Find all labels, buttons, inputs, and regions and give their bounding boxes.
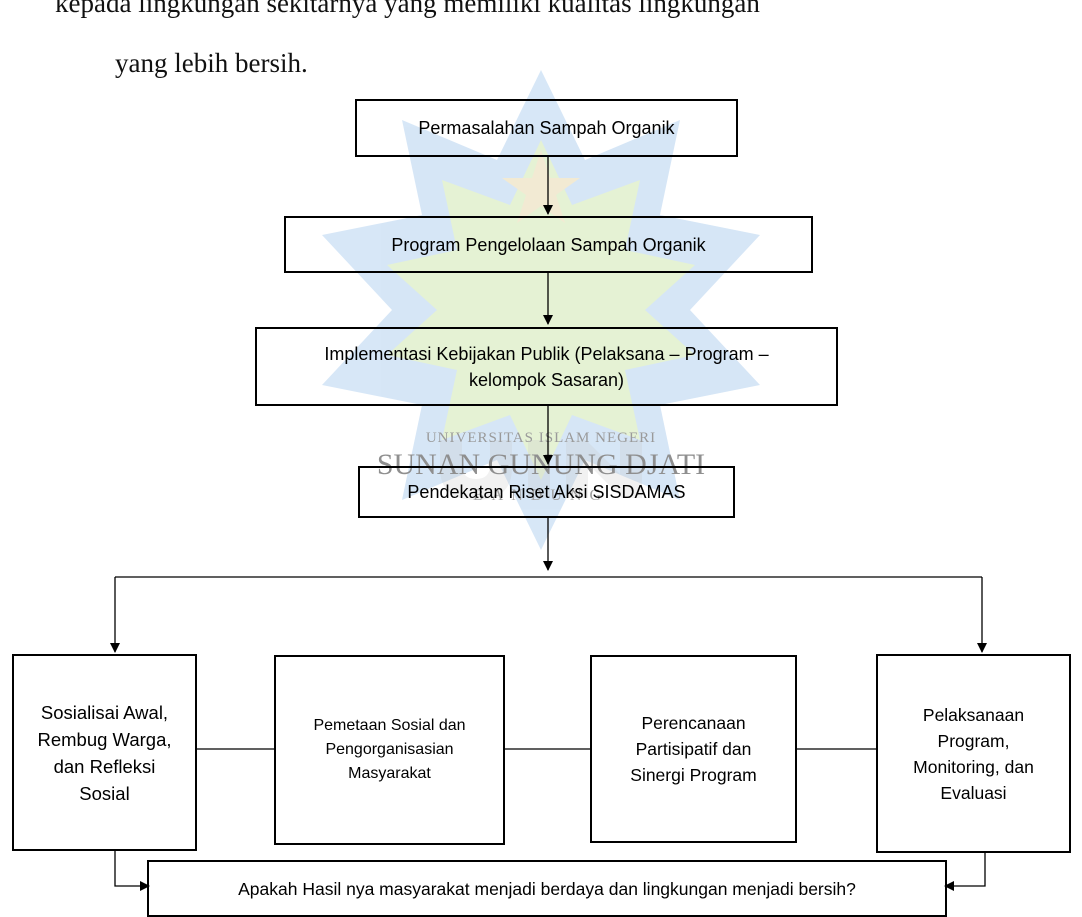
box-pemetaan-sosial: Pemetaan Sosial dan Pengorganisasian Mas…	[274, 655, 505, 845]
box-pelaksanaan-program-label: Pelaksanaan Program, Monitoring, dan Eva…	[913, 704, 1034, 803]
box-hasil: Apakah Hasil nya masyarakat menjadi berd…	[147, 860, 947, 917]
box-sosialisasi-awal: Sosialisai Awal, Rembug Warga, dan Refle…	[12, 654, 197, 851]
watermark-star-green	[387, 140, 695, 480]
watermark-text-line3: BANDUNG	[473, 487, 609, 504]
arrow-stage4-to-result	[944, 853, 986, 891]
box-sosialisasi-awal-label: Sosialisai Awal, Rembug Warga, dan Refle…	[37, 701, 172, 804]
box-program-pengelolaan: Program Pengelolaan Sampah Organik	[284, 216, 813, 273]
box-pendekatan-sisdamas: Pendekatan Riset Aksi SISDAMAS	[358, 466, 735, 518]
watermark-uin-letters	[440, 440, 642, 500]
box-perencanaan-partisipatif-label: Perencanaan Partisipatif dan Sinergi Pro…	[630, 713, 757, 785]
box-permasalahan-label: Permasalahan Sampah Organik	[418, 118, 675, 138]
box-pemetaan-sosial-label: Pemetaan Sosial dan Pengorganisasian Mas…	[313, 717, 466, 782]
intro-line-1: kepada lingkungan sekitarnya yang memili…	[55, 0, 760, 18]
watermark-center-star	[502, 150, 580, 223]
box-implementasi-kebijakan: Implementasi Kebijakan Publik (Pelaksana…	[255, 327, 838, 406]
box-perencanaan-partisipatif: Perencanaan Partisipatif dan Sinergi Pro…	[590, 655, 797, 843]
box-implementasi-kebijakan-label: Implementasi Kebijakan Publik (Pelaksana…	[324, 343, 769, 390]
box-permasalahan: Permasalahan Sampah Organik	[355, 99, 738, 157]
box-pelaksanaan-program: Pelaksanaan Program, Monitoring, dan Eva…	[876, 654, 1071, 853]
intro-line-2: yang lebih bersih.	[115, 48, 308, 78]
box-program-pengelolaan-label: Program Pengelolaan Sampah Organik	[391, 234, 706, 255]
box-hasil-label: Apakah Hasil nya masyarakat menjadi berd…	[238, 878, 856, 899]
watermark-star-blue	[322, 70, 760, 550]
box-pendekatan-sisdamas-label: Pendekatan Riset Aksi SISDAMAS	[407, 482, 686, 502]
arrow-stage1-to-result	[114, 851, 150, 891]
watermark-text-line1: UNIVERSITAS ISLAM NEGERI	[426, 430, 656, 446]
watermark-text-line2: SUNAN GUNUNG DJATI	[377, 448, 705, 481]
